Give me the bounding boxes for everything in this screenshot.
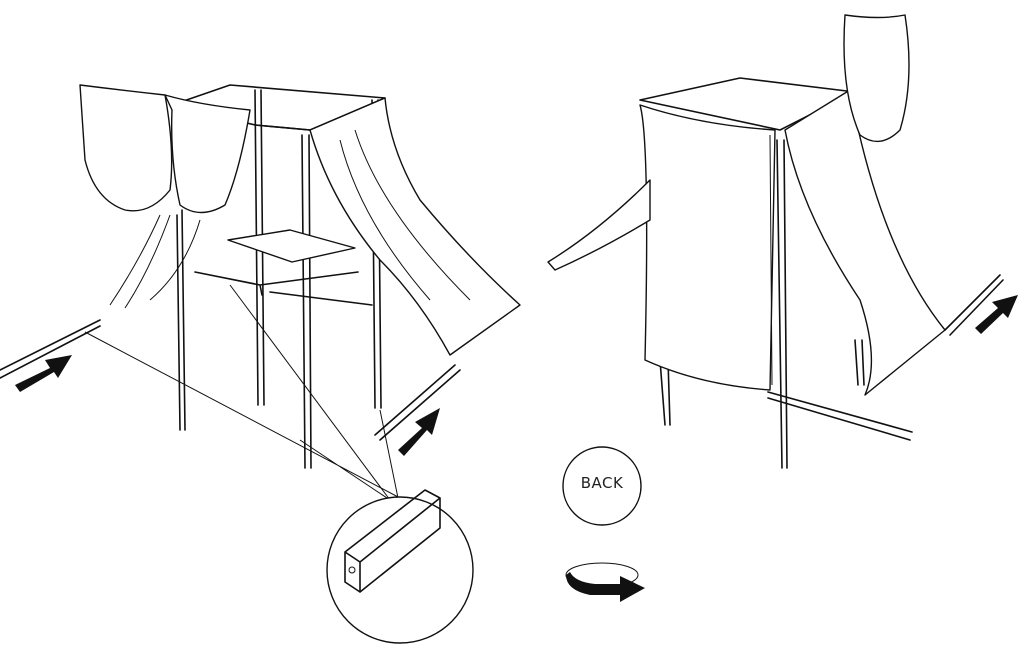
rotate-icon — [565, 562, 645, 602]
back-label: BACK — [580, 474, 624, 492]
back-view-badge — [562, 446, 642, 526]
tube-end-detail — [326, 489, 474, 644]
back-view-assembly — [547, 14, 1018, 469]
front-view-assembly — [0, 84, 521, 501]
